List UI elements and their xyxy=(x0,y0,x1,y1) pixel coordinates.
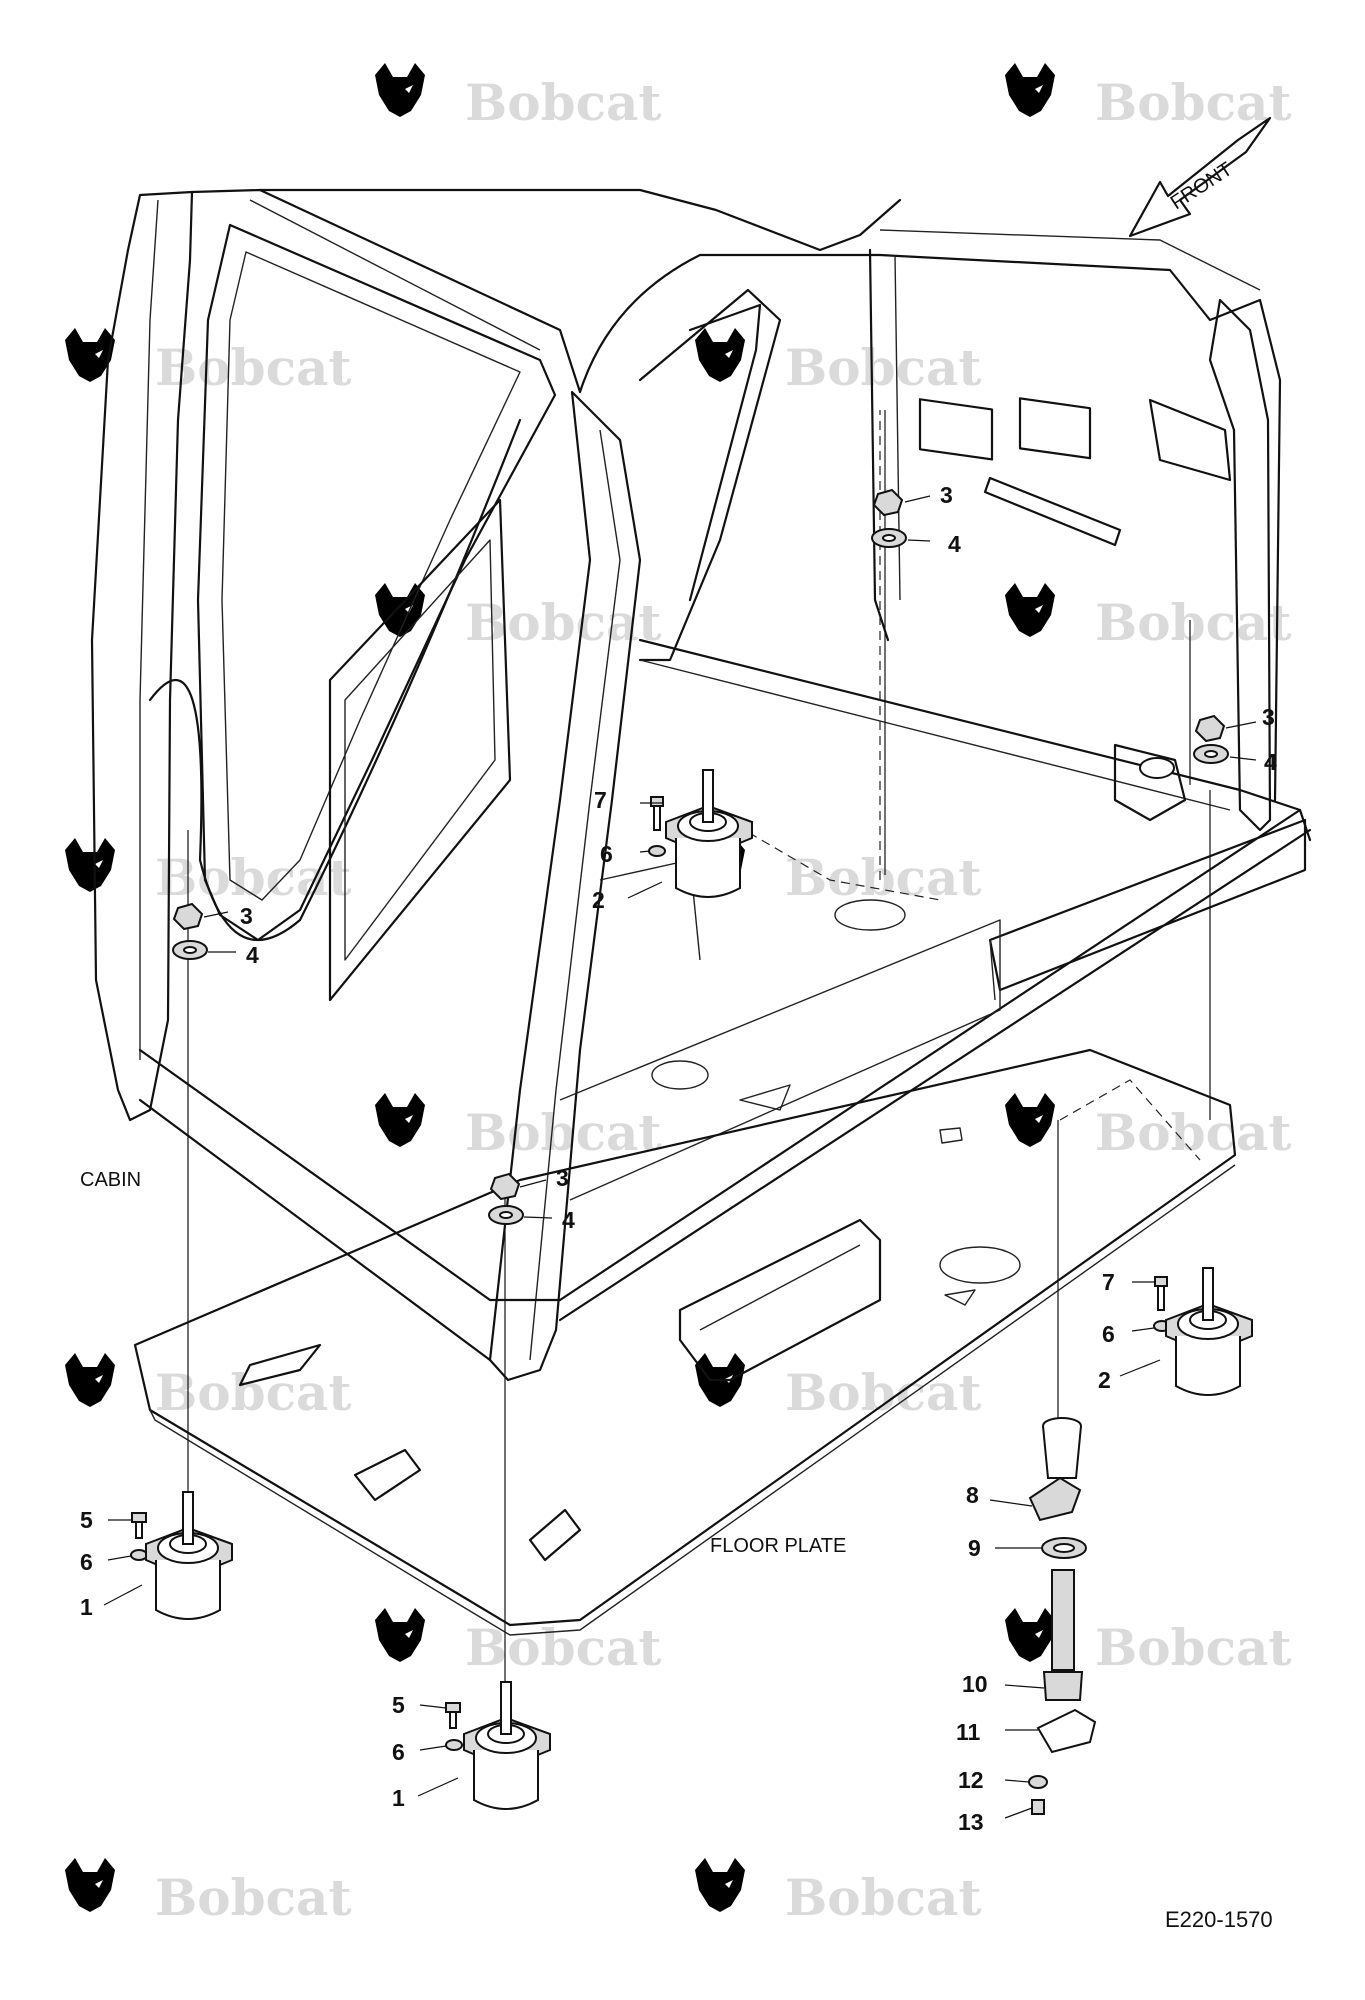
svg-text:Bobcat: Bobcat xyxy=(465,73,662,132)
cabin-frame xyxy=(90,188,1312,1382)
bobcat-watermark-5: Bobcat xyxy=(375,583,662,652)
bobcat-logo-icon xyxy=(1005,1093,1055,1147)
nut-washer-c xyxy=(172,902,208,960)
bobcat-watermark-2: Bobcat xyxy=(1005,63,1292,132)
bobcat-watermark-13: Bobcat xyxy=(375,1608,662,1677)
bobcat-logo-icon xyxy=(375,63,425,117)
svg-text:Bobcat: Bobcat xyxy=(1095,1103,1292,1162)
svg-text:Bobcat: Bobcat xyxy=(785,848,982,907)
cabin-label: CABIN xyxy=(80,1169,141,1191)
callout-4: 4 xyxy=(1264,749,1277,775)
svg-text:Bobcat: Bobcat xyxy=(785,338,982,397)
bobcat-watermark-7: Bobcat xyxy=(65,838,352,907)
bobcat-watermark-11: Bobcat xyxy=(65,1353,352,1422)
bobcat-logo-icon xyxy=(375,1608,425,1662)
bobcat-logo-icon xyxy=(1005,583,1055,637)
bobcat-logo-icon xyxy=(65,838,115,892)
bobcat-watermark-4: Bobcat xyxy=(695,328,982,397)
callout-6: 6 xyxy=(600,841,613,867)
callout-7: 7 xyxy=(594,787,607,813)
bobcat-watermark-3: Bobcat xyxy=(65,328,352,397)
tilt-stop-stack xyxy=(1028,1417,1097,1815)
floor-plate-label: FLOOR PLATE xyxy=(710,1535,846,1557)
callout-13: 13 xyxy=(958,1809,984,1835)
bolt-washer-c xyxy=(130,1512,148,1561)
callout-4: 4 xyxy=(562,1207,575,1233)
svg-text:Bobcat: Bobcat xyxy=(155,1868,352,1927)
bobcat-logo-icon xyxy=(65,1858,115,1912)
nut-washer-d xyxy=(488,1172,524,1225)
bobcat-watermark-group: Bobcat Bobcat Bobcat Bobcat Bobcat Bobca… xyxy=(65,63,1292,1927)
svg-text:Bobcat: Bobcat xyxy=(465,1103,662,1162)
nut-washer-a xyxy=(871,488,907,548)
callout-12: 12 xyxy=(958,1767,984,1793)
bobcat-logo-icon xyxy=(695,328,745,382)
callout-2: 2 xyxy=(1098,1367,1111,1393)
cab-isolator-mount-rear-left xyxy=(665,769,753,898)
cab-isolator-mount-rear-right xyxy=(1165,1267,1253,1396)
svg-text:Bobcat: Bobcat xyxy=(1095,73,1292,132)
callout-4: 4 xyxy=(948,531,961,557)
bolt-washer-a xyxy=(648,796,666,857)
svg-text:Bobcat: Bobcat xyxy=(465,1618,662,1677)
bobcat-watermark-6: Bobcat xyxy=(1005,583,1292,652)
callout-3: 3 xyxy=(240,903,253,929)
bobcat-watermark-10: Bobcat xyxy=(1005,1093,1292,1162)
callout-1: 1 xyxy=(80,1594,93,1620)
bobcat-watermark-15: Bobcat xyxy=(65,1858,352,1927)
bobcat-watermark-16: Bobcat xyxy=(695,1858,982,1927)
callout-5: 5 xyxy=(80,1507,93,1533)
hardware xyxy=(130,488,1253,1815)
callout-7: 7 xyxy=(1102,1269,1115,1295)
callout-11: 11 xyxy=(956,1719,981,1745)
callout-3: 3 xyxy=(940,482,953,508)
callout-8: 8 xyxy=(966,1482,979,1508)
bobcat-watermark-9: Bobcat xyxy=(375,1093,662,1162)
callout-10: 10 xyxy=(962,1671,988,1697)
callout-1: 1 xyxy=(392,1785,405,1811)
svg-text:Bobcat: Bobcat xyxy=(1095,593,1292,652)
callout-2: 2 xyxy=(592,887,605,913)
callout-6: 6 xyxy=(392,1739,405,1765)
bobcat-watermark-8: Bobcat xyxy=(695,838,982,907)
bobcat-logo-icon xyxy=(375,1093,425,1147)
callout-leaders xyxy=(103,495,1257,1819)
svg-text:Bobcat: Bobcat xyxy=(785,1363,982,1422)
bobcat-watermark-1: Bobcat xyxy=(375,63,662,132)
svg-text:Bobcat: Bobcat xyxy=(155,1363,352,1422)
cab-isolator-mount-front-right xyxy=(463,1681,551,1810)
callout-3: 3 xyxy=(1262,704,1275,730)
callout-9: 9 xyxy=(968,1535,981,1561)
cab-isolator-mount-front-left xyxy=(145,1491,233,1620)
callout-6: 6 xyxy=(80,1549,93,1575)
bobcat-watermark-14: Bobcat xyxy=(1005,1608,1292,1677)
callout-3: 3 xyxy=(556,1165,569,1191)
drawing-number: E220-1570 xyxy=(1165,1907,1273,1932)
callout-6: 6 xyxy=(1102,1321,1115,1347)
svg-text:Bobcat: Bobcat xyxy=(465,593,662,652)
svg-text:Bobcat: Bobcat xyxy=(785,1868,982,1927)
front-arrow: FRONT xyxy=(1128,116,1272,238)
callout-5: 5 xyxy=(392,1692,405,1718)
front-arrow-label: FRONT xyxy=(1167,158,1237,214)
bolt-washer-d xyxy=(445,1702,463,1751)
bobcat-logo-icon xyxy=(695,1858,745,1912)
svg-text:Bobcat: Bobcat xyxy=(155,338,352,397)
bobcat-watermark-12: Bobcat xyxy=(695,1353,982,1422)
floor-plate xyxy=(133,1048,1237,1636)
callout-4: 4 xyxy=(246,942,259,968)
bobcat-logo-icon xyxy=(65,1353,115,1407)
bobcat-logo-icon xyxy=(1005,63,1055,117)
bobcat-logo-icon xyxy=(1005,1608,1055,1662)
nut-washer-b xyxy=(1193,714,1229,764)
svg-text:Bobcat: Bobcat xyxy=(1095,1618,1292,1677)
callout-numbers: 3 4 3 4 7 6 2 3 4 3 4 7 6 2 5 6 1 5 6 1 … xyxy=(80,482,1277,1835)
